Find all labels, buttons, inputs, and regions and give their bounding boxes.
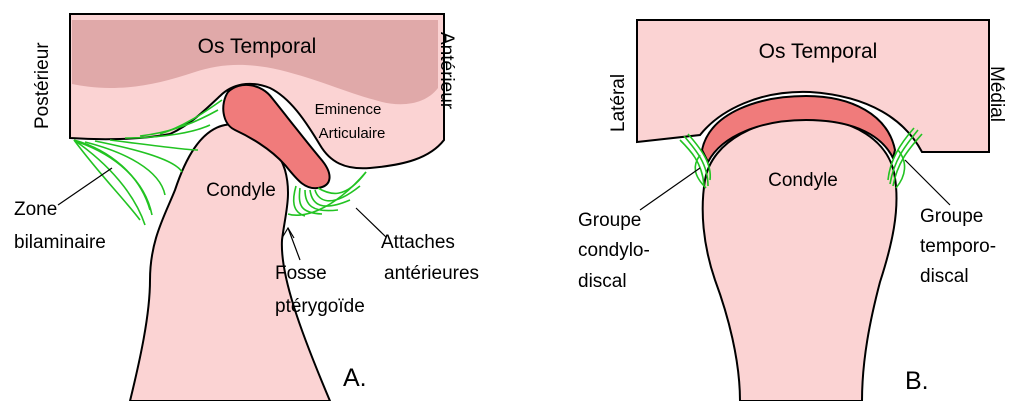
eminence-label-1: Eminence: [315, 101, 382, 118]
condyle-label-b: Condyle: [768, 170, 838, 191]
fosse-label-2: ptérygoïde: [275, 296, 365, 317]
side-label-anterior: Antérieur: [436, 32, 457, 110]
left-group-label-3: discal: [578, 271, 627, 292]
left-group-label-2: condylo-: [578, 240, 650, 261]
panel-letter-b: B.: [905, 367, 929, 395]
zone-label-1: Zone: [14, 199, 57, 220]
side-label-medial: Médial: [986, 66, 1007, 122]
bone-label-b: Os Temporal: [759, 40, 878, 63]
condyle-label-a: Condyle: [206, 180, 276, 201]
zone-label-2: bilaminaire: [14, 232, 106, 253]
left-group-label-1: Groupe: [578, 210, 641, 231]
side-label-lateral: Latéral: [608, 74, 629, 132]
right-group-label-2: temporo-: [920, 236, 996, 257]
fosse-label-1: Fosse: [275, 263, 327, 284]
panel-letter-a: A.: [343, 364, 367, 392]
right-group-label-3: discal: [920, 266, 969, 287]
condyle-b: [703, 118, 897, 401]
right-group-label-1: Groupe: [920, 206, 983, 227]
panel-a: Os Temporal Postérieur Antérieur Eminenc…: [14, 14, 479, 401]
eminence-label-2: Articulaire: [319, 125, 386, 142]
panel-b: Os Temporal Latéral Médial Condyle Group…: [578, 20, 1007, 401]
side-label-posterior: Postérieur: [32, 42, 53, 129]
attaches-label-2: antérieures: [384, 263, 479, 284]
attaches-label-1: Attaches: [381, 232, 455, 253]
bone-label-a: Os Temporal: [198, 35, 317, 58]
